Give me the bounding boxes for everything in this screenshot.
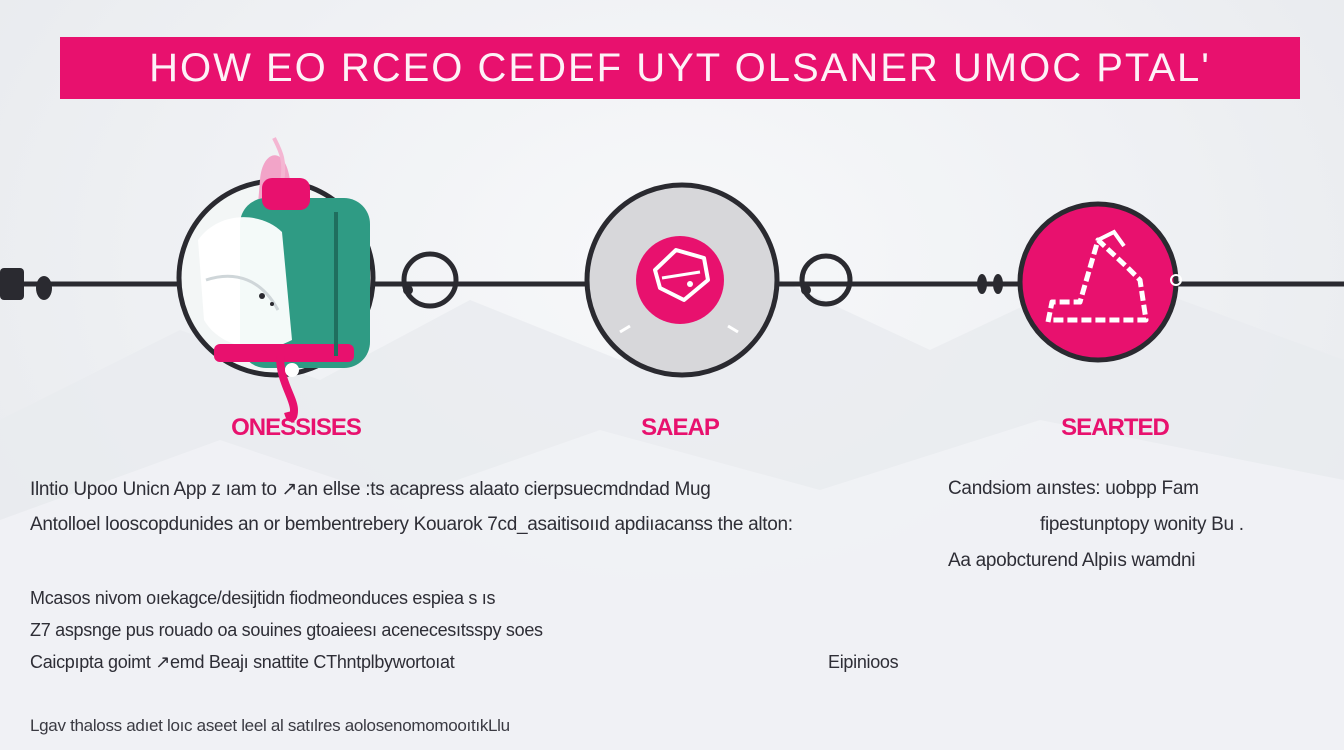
para1-line2: Antolloel looscopdunides an or bembentre…	[30, 514, 793, 535]
para2-line1: Mcasos nivom oıekagce/desijtidn fiodmeon…	[30, 588, 496, 608]
para2-right: Eipinioos	[828, 652, 899, 672]
step-1-label: ONESSISES	[231, 414, 362, 441]
banner-title: HOW EO RCEO CEDEF UYT OLSANER UMOC PTAL'	[149, 45, 1211, 90]
backpack-icon	[198, 137, 370, 422]
mountain-route-icon	[1045, 229, 1182, 323]
para1-line1: Ilntio Upoo Unicn App z ıam to ↗an ellse…	[30, 479, 711, 500]
right-line1: Candsiom aınstes: uobpp Fam	[948, 478, 1199, 499]
step-2-circle	[584, 182, 780, 378]
step-2-label: SAEAP	[641, 414, 720, 441]
step-3-label: SEARTED	[1061, 414, 1170, 441]
para2-line2: Z7 aspsnge pus rouado oa souines gtoaiee…	[30, 620, 543, 640]
para2-line3: Caicpıpta goimt ↗emd Beajı snattite CThn…	[30, 652, 455, 672]
title-banner: HOW EO RCEO CEDEF UYT OLSANER UMOC PTAL'	[60, 37, 1300, 99]
connector-loop-1	[401, 251, 459, 309]
step-3-circle	[1017, 201, 1182, 363]
right-line3: Aa apobcturend Alpiıs wamdni	[948, 550, 1196, 571]
footer-line: Lgav thaloss adıet loıc aseet leel al sa…	[30, 716, 510, 735]
process-timeline	[0, 137, 1344, 422]
right-line2: fipestunptopy wonity Bu .	[1040, 514, 1244, 535]
connector-loop-2	[799, 253, 853, 307]
step-1-circle	[176, 137, 376, 422]
diamond-icon	[653, 248, 710, 302]
